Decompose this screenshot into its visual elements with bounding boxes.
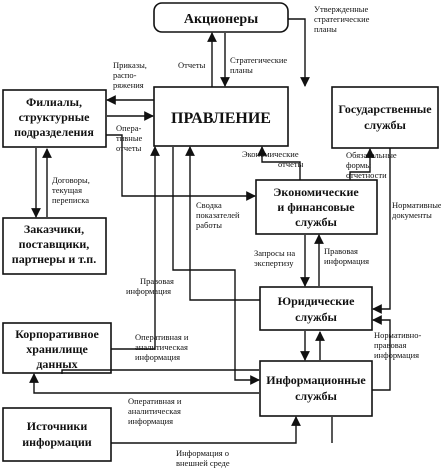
- label-operative-reports: Опера-: [116, 123, 141, 133]
- box-storage: Корпоративное хранилище данных: [2, 322, 112, 374]
- svg-text:экспертизу: экспертизу: [254, 258, 294, 268]
- label-legal-info-left: Правовая: [140, 276, 174, 286]
- svg-text:отчеты: отчеты: [278, 159, 304, 169]
- svg-text:переписка: переписка: [52, 195, 89, 205]
- svg-text:распо-: распо-: [113, 70, 137, 80]
- svg-text:Корпоративное: Корпоративное: [15, 327, 99, 341]
- svg-text:информация: информация: [126, 286, 171, 296]
- svg-text:документы: документы: [392, 210, 432, 220]
- box-board: ПРАВЛЕНИЕ: [153, 86, 289, 147]
- svg-text:информация: информация: [128, 416, 173, 426]
- svg-text:планы: планы: [230, 65, 253, 75]
- label-approved-plans: Утвержденные: [314, 4, 368, 14]
- svg-text:Государственные: Государственные: [338, 102, 432, 116]
- svg-text:информация: информация: [374, 350, 419, 360]
- svg-text:показателей: показателей: [196, 210, 240, 220]
- box-sources: Источники информации: [2, 407, 112, 462]
- box-shareholders: Акционеры: [153, 2, 289, 33]
- label-external-info: Информация о: [176, 448, 229, 458]
- svg-text:хранилище: хранилище: [26, 342, 88, 356]
- svg-text:службы: службы: [295, 310, 337, 324]
- svg-text:планы: планы: [314, 24, 337, 34]
- svg-text:ряжения: ряжения: [113, 80, 144, 90]
- label-oper-analytic: Оперативная и: [135, 332, 189, 342]
- svg-text:Источники: Источники: [27, 419, 88, 433]
- svg-text:подразделения: подразделения: [14, 125, 94, 139]
- svg-text:структурные: структурные: [19, 110, 90, 124]
- svg-text:Информационные: Информационные: [266, 373, 366, 387]
- svg-text:Экономические: Экономические: [273, 185, 359, 199]
- flow-arrows: [29, 18, 391, 444]
- box-legal: Юридические службы: [259, 286, 373, 331]
- svg-text:информация: информация: [135, 352, 180, 362]
- svg-text:работы: работы: [196, 220, 222, 230]
- svg-text:формы: формы: [346, 160, 371, 170]
- label-reports: Отчеты: [178, 60, 206, 70]
- svg-text:информации: информации: [22, 435, 92, 449]
- svg-text:и финансовые: и финансовые: [277, 200, 355, 214]
- label-econ-reports: Экономические: [242, 149, 299, 159]
- svg-text:отчеты: отчеты: [116, 143, 142, 153]
- box-clients: Заказчики, поставщики, партнеры и т.п.: [2, 217, 107, 275]
- label-orders: Приказы,: [113, 60, 147, 70]
- svg-text:Филиалы,: Филиалы,: [26, 95, 82, 109]
- svg-text:ПРАВЛЕНИЕ: ПРАВЛЕНИЕ: [171, 110, 271, 127]
- label-contracts: Договоры,: [52, 175, 90, 185]
- label-summary: Сводка: [196, 200, 222, 210]
- label-mandatory-forms: Обязательные: [346, 150, 397, 160]
- flow-labels: Утвержденные стратегические планы Отчеты…: [52, 4, 441, 468]
- svg-text:информация: информация: [324, 256, 369, 266]
- svg-text:Акционеры: Акционеры: [184, 12, 258, 27]
- svg-text:правовая: правовая: [374, 340, 406, 350]
- label-legal-info: Правовая: [324, 246, 358, 256]
- svg-text:Заказчики,: Заказчики,: [24, 222, 84, 236]
- box-government: Государственные службы: [331, 86, 439, 149]
- label-oper-analytic-lower: Оперативная и: [128, 396, 182, 406]
- svg-text:данных: данных: [36, 357, 77, 371]
- svg-text:Юридические: Юридические: [278, 294, 355, 308]
- label-normative-docs: Нормативные: [392, 200, 441, 210]
- svg-text:службы: службы: [364, 118, 406, 132]
- svg-text:текущая: текущая: [52, 185, 82, 195]
- svg-text:отчетности: отчетности: [346, 170, 387, 180]
- label-strategic-plans: Стратегические: [230, 55, 287, 65]
- svg-text:аналитическая: аналитическая: [128, 406, 181, 416]
- box-branches: Филиалы, структурные подразделения: [2, 89, 107, 148]
- svg-text:внешней среде: внешней среде: [176, 458, 230, 468]
- label-requests: Запросы на: [254, 248, 295, 258]
- svg-text:тивные: тивные: [116, 133, 143, 143]
- box-info-services: Информационные службы: [259, 360, 373, 417]
- label-normative-legal: Нормативно-: [374, 330, 421, 340]
- box-economic: Экономические и финансовые службы: [255, 179, 378, 235]
- svg-text:службы: службы: [295, 389, 337, 403]
- svg-text:аналитическая: аналитическая: [135, 342, 188, 352]
- svg-text:поставщики,: поставщики,: [19, 237, 90, 251]
- svg-text:стратегические: стратегические: [314, 14, 370, 24]
- svg-text:службы: службы: [295, 215, 337, 229]
- svg-text:партнеры и т.п.: партнеры и т.п.: [12, 252, 96, 266]
